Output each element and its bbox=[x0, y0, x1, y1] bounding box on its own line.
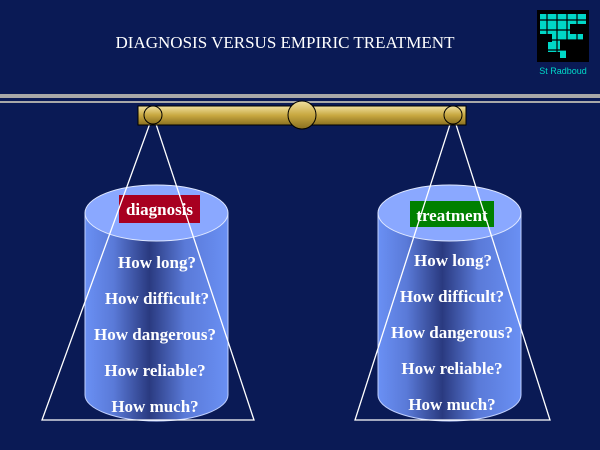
diagnosis-cylinder: diagnosis How long? How difficult? How d… bbox=[84, 184, 229, 422]
question: How much? bbox=[111, 397, 198, 416]
right-scale-pan-strings bbox=[354, 112, 551, 421]
question: How dangerous? bbox=[94, 325, 216, 344]
question: How difficult? bbox=[400, 287, 504, 306]
treatment-cylinder: treatment How long? How difficult? How d… bbox=[377, 184, 522, 422]
logo-text: St Radboud bbox=[539, 66, 587, 76]
diagnosis-label-box bbox=[119, 195, 200, 223]
treatment-questions: How long? How difficult? How dangerous? … bbox=[391, 251, 513, 414]
diagnosis-label: diagnosis bbox=[126, 200, 193, 219]
question: How much? bbox=[408, 395, 495, 414]
slide-title: DIAGNOSIS VERSUS EMPIRIC TREATMENT bbox=[116, 33, 456, 52]
question: How reliable? bbox=[104, 361, 205, 380]
question: How reliable? bbox=[401, 359, 502, 378]
balance-beam bbox=[137, 100, 467, 130]
question: How long? bbox=[118, 253, 196, 272]
left-scale-pan-strings bbox=[41, 113, 255, 421]
treatment-label: treatment bbox=[416, 206, 488, 225]
diagnosis-questions: How long? How difficult? How dangerous? … bbox=[94, 253, 216, 416]
question: How long? bbox=[414, 251, 492, 270]
question: How difficult? bbox=[105, 289, 209, 308]
st-radboud-logo: St Radboud bbox=[537, 10, 589, 76]
divider-line bbox=[0, 94, 600, 98]
question: How dangerous? bbox=[391, 323, 513, 342]
